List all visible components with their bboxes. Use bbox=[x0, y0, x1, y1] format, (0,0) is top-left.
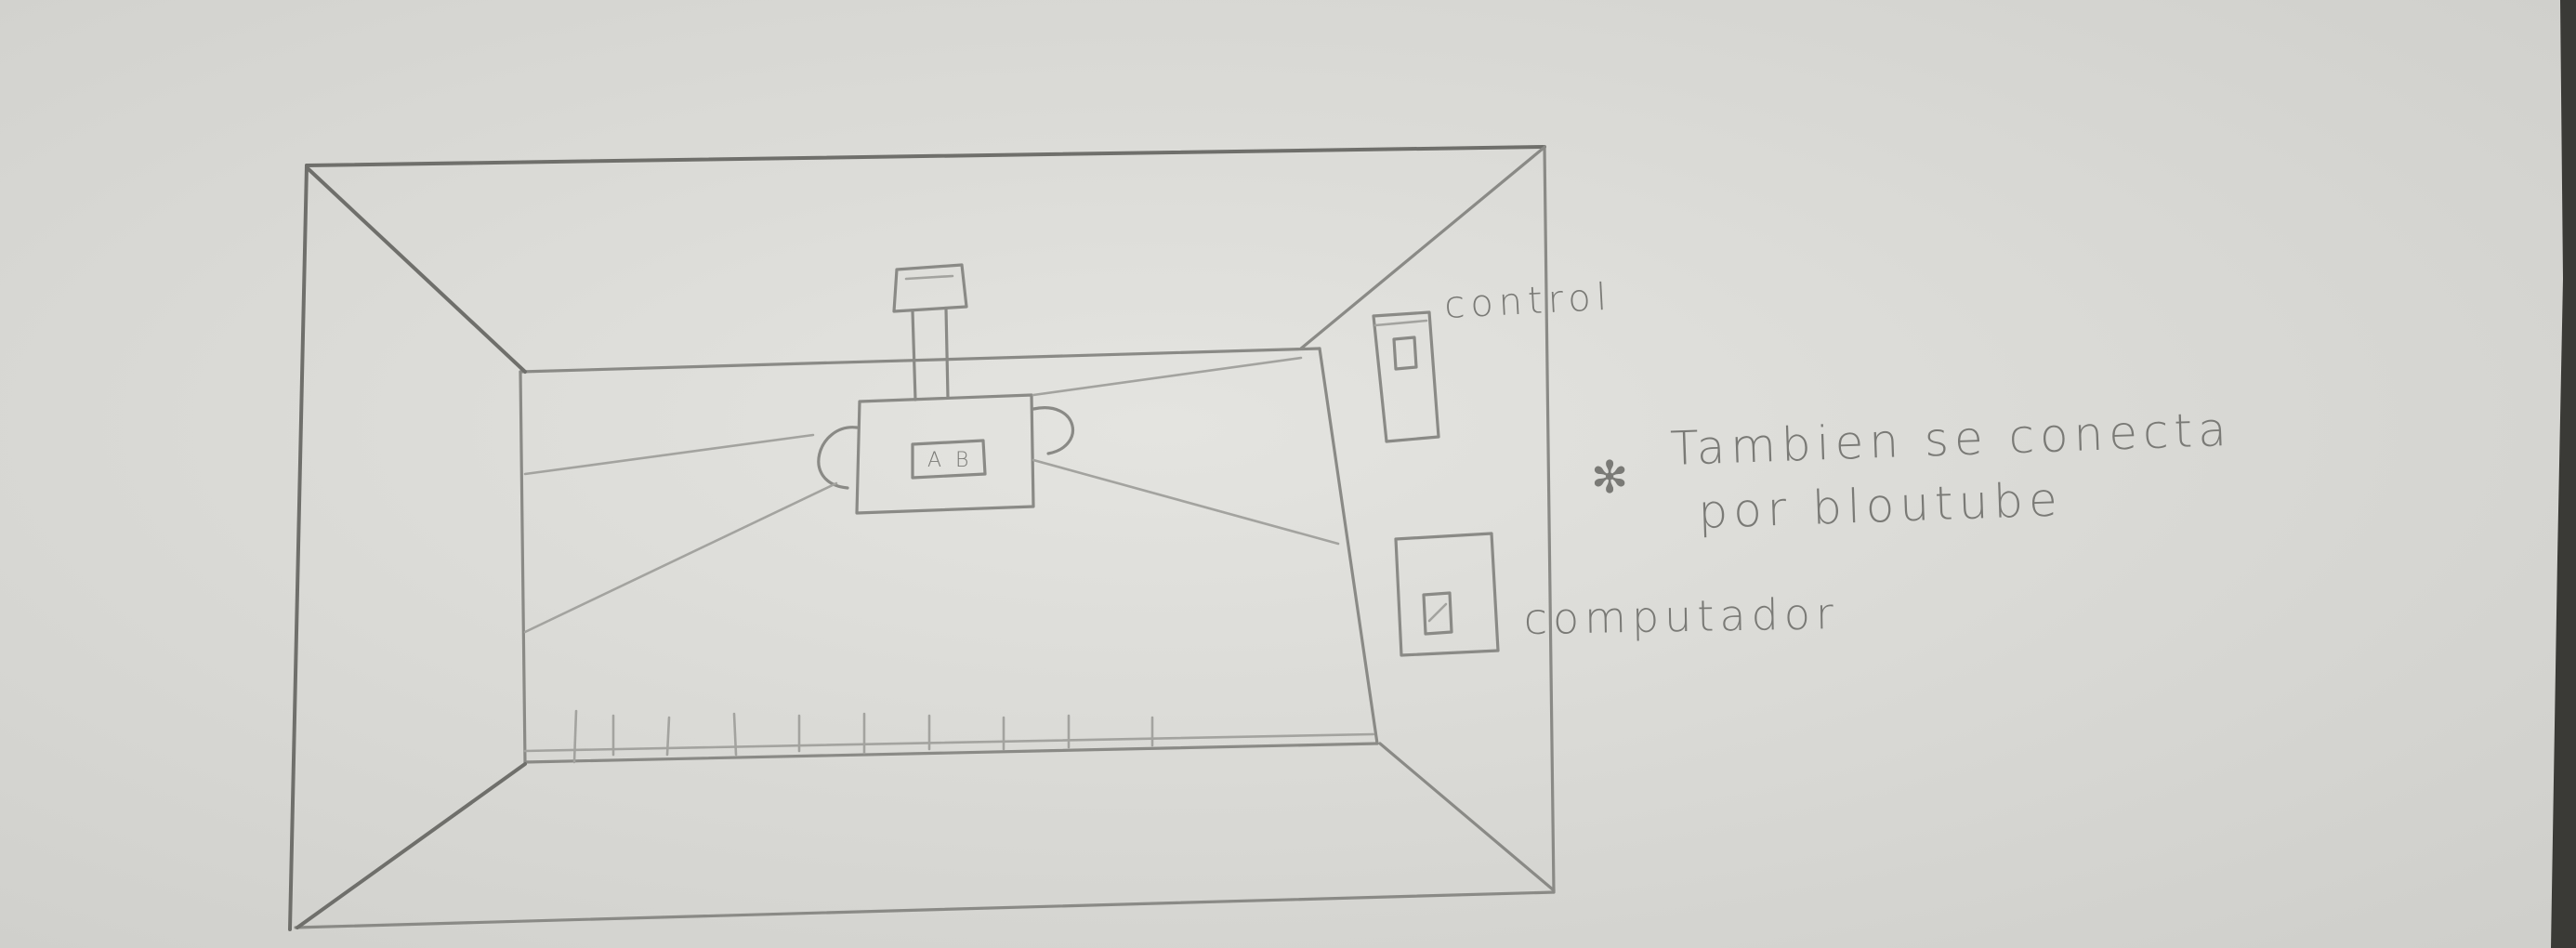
label-control: control bbox=[1443, 276, 1613, 327]
svg-text:A B: A B bbox=[927, 449, 972, 472]
label-computer: computador bbox=[1523, 588, 1839, 644]
note-mark: ✻ bbox=[1591, 452, 1634, 504]
